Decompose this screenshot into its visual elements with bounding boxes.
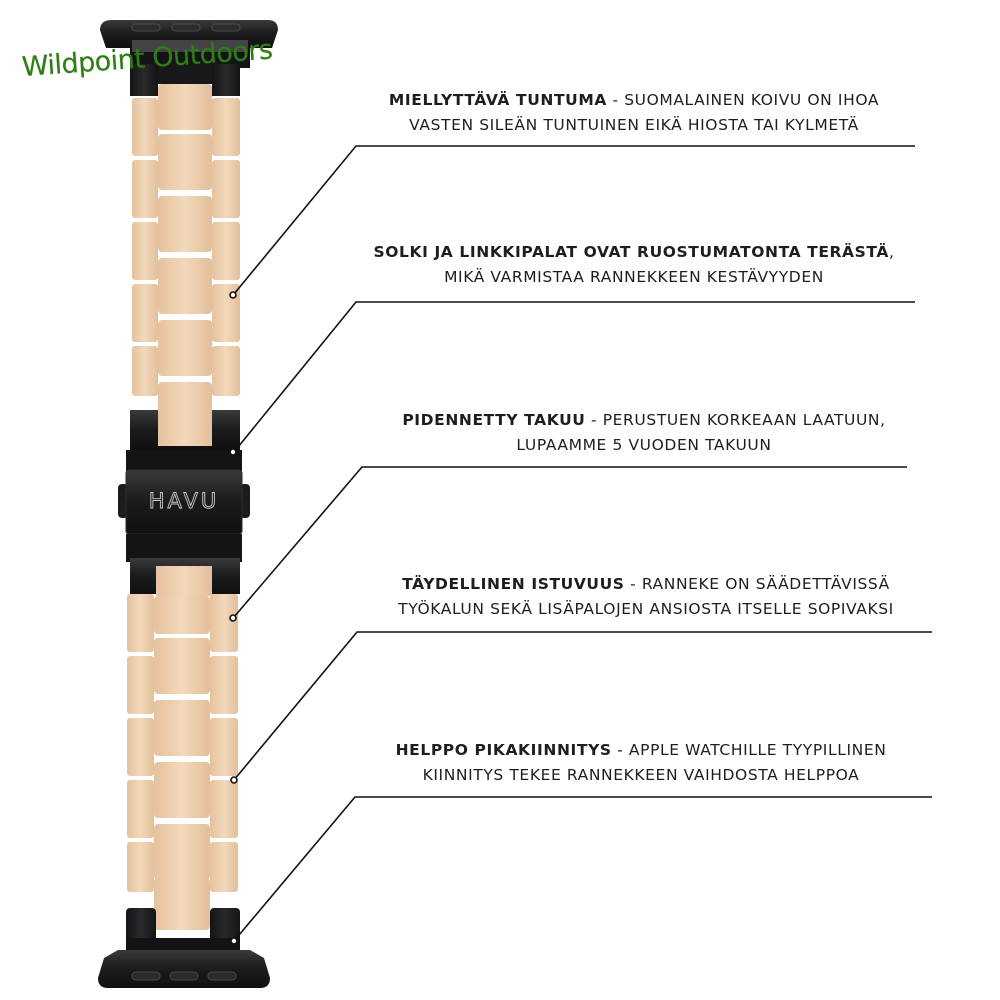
callout-line-1: PIDENNETTY TAKUU - PERUSTUEN KORKEAAN LA… <box>374 408 914 433</box>
callout-line-2: VASTEN SILEÄN TUNTUINEN EIKÄ HIOSTA TAI … <box>409 116 859 134</box>
callout-fit: TÄYDELLINEN ISTUVUUS - RANNEKE ON SÄÄDET… <box>366 572 926 622</box>
callout-feel: MIELLYTTÄVÄ TUNTUMA - SUOMALAINEN KOIVU … <box>364 88 904 138</box>
upper-wood-links <box>132 84 240 436</box>
callout-quick-release: HELPPO PIKAKIINNITYS - APPLE WATCHILLE T… <box>366 738 916 788</box>
callout-line-2: MIKÄ VARMISTAA RANNEKKEEN KESTÄVYYDEN <box>444 268 824 286</box>
callout-steel: SOLKI JA LINKKIPALAT OVAT RUOSTUMATONTA … <box>364 240 904 290</box>
callout-text: RANNEKE ON SÄÄDETTÄVISSÄ <box>641 575 890 593</box>
callout-text: PERUSTUEN KORKEAAN LAATUUN, <box>602 411 886 429</box>
callout-line-1: MIELLYTTÄVÄ TUNTUMA - SUOMALAINEN KOIVU … <box>364 88 904 113</box>
callout-separator: , <box>889 243 895 261</box>
lower-wood-links <box>127 594 238 930</box>
callout-title: HELPPO PIKAKIINNITYS <box>395 741 612 759</box>
leader-line-5 <box>233 796 932 942</box>
callout-separator: - <box>606 91 625 109</box>
callout-title: PIDENNETTY TAKUU <box>402 411 586 429</box>
leader-line-1 <box>233 145 915 295</box>
callout-line-2: KIINNITYS TEKEE RANNEKKEEN VAIHDOSTA HEL… <box>422 766 860 784</box>
callout-line-2: TYÖKALUN SEKÄ LISÄPALOJEN ANSIOSTA ITSEL… <box>398 600 894 618</box>
leader-line-4 <box>233 631 932 781</box>
callout-line-1: TÄYDELLINEN ISTUVUUS - RANNEKE ON SÄÄDET… <box>366 572 926 597</box>
bottom-watch-connector <box>98 908 270 988</box>
buckle: HAVU <box>118 410 250 596</box>
buckle-brand-logo: HAVU <box>149 489 220 513</box>
callout-title: SOLKI JA LINKKIPALAT OVAT RUOSTUMATONTA … <box>373 243 889 261</box>
leader-line-2 <box>233 301 915 453</box>
callout-text: APPLE WATCHILLE TYYPILLINEN <box>628 741 887 759</box>
callout-line-1: HELPPO PIKAKIINNITYS - APPLE WATCHILLE T… <box>366 738 916 763</box>
callout-title: MIELLYTTÄVÄ TUNTUMA <box>388 91 607 109</box>
callout-separator: - <box>624 575 642 593</box>
callout-anchor-dots <box>229 291 238 945</box>
top-watch-connector <box>100 20 278 96</box>
callout-separator: - <box>611 741 629 759</box>
callout-line-1: SOLKI JA LINKKIPALAT OVAT RUOSTUMATONTA … <box>364 240 904 265</box>
leader-line-3 <box>233 466 907 618</box>
callout-line-2: LUPAAMME 5 VUODEN TAKUUN <box>516 436 772 454</box>
callout-title: TÄYDELLINEN ISTUVUUS <box>402 575 625 593</box>
callout-leader-lines <box>233 145 932 942</box>
callout-warranty: PIDENNETTY TAKUU - PERUSTUEN KORKEAAN LA… <box>374 408 914 458</box>
callout-text: SUOMALAINEN KOIVU ON IHOA <box>624 91 880 109</box>
callout-separator: - <box>585 411 603 429</box>
